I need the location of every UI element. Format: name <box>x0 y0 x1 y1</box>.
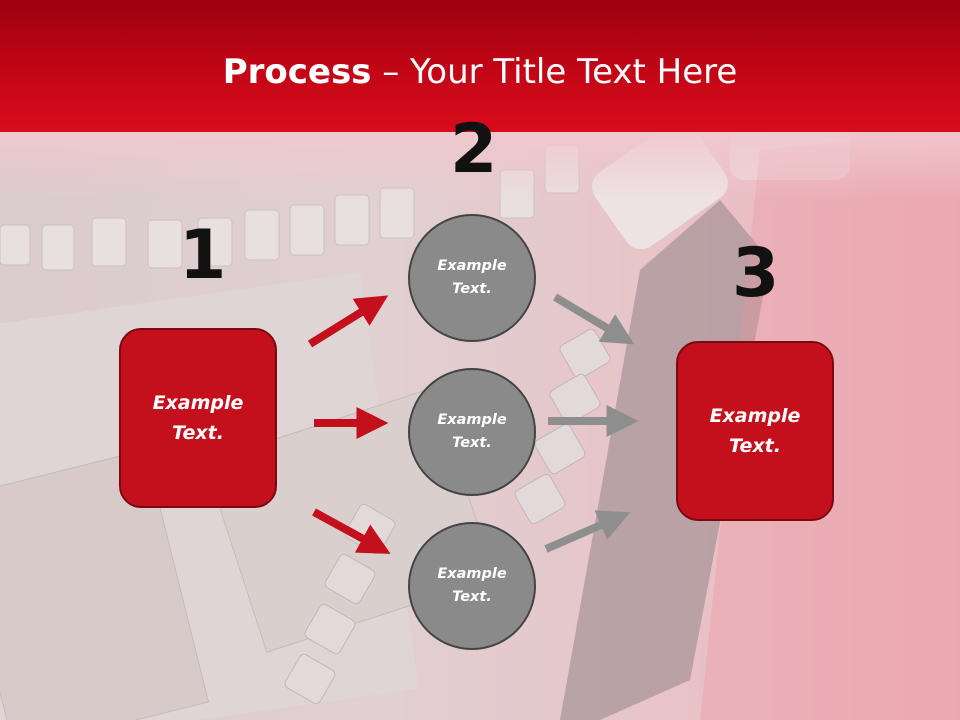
circle-2-line2: Text. <box>452 435 492 451</box>
arrow-1-to-circle-3 <box>312 508 391 554</box>
step-2-circle-3: Example Text. <box>408 522 536 650</box>
circle-1-line1: Example <box>437 258 507 274</box>
header-bar <box>0 0 960 132</box>
arrow-circle-1-to-3 <box>552 293 635 345</box>
step-3-line1: Example <box>709 405 801 427</box>
step-1-line2: Text. <box>172 422 224 444</box>
slide-title: Process – Your Title Text Here <box>0 52 960 92</box>
step-3-box: Example Text. <box>676 341 834 521</box>
step-2-circle-1: Example Text. <box>408 214 536 342</box>
step-number-2: 2 <box>450 110 498 189</box>
header-fade <box>0 132 960 202</box>
circle-3-line2: Text. <box>452 589 492 605</box>
circle-3-line1: Example <box>437 566 507 582</box>
arrow-circle-3-to-3 <box>544 510 631 553</box>
circle-1-line2: Text. <box>452 281 492 297</box>
arrow-1-to-circle-1 <box>307 295 389 348</box>
step-number-3: 3 <box>732 234 780 313</box>
step-1-line1: Example <box>152 392 244 414</box>
circle-2-line1: Example <box>437 412 507 428</box>
step-number-1: 1 <box>179 216 227 295</box>
step-2-circle-2: Example Text. <box>408 368 536 496</box>
step-3-line2: Text. <box>729 435 781 457</box>
title-rest: – Your Title Text Here <box>371 52 738 92</box>
title-bold: Process <box>222 52 372 92</box>
step-1-box: Example Text. <box>119 328 277 508</box>
